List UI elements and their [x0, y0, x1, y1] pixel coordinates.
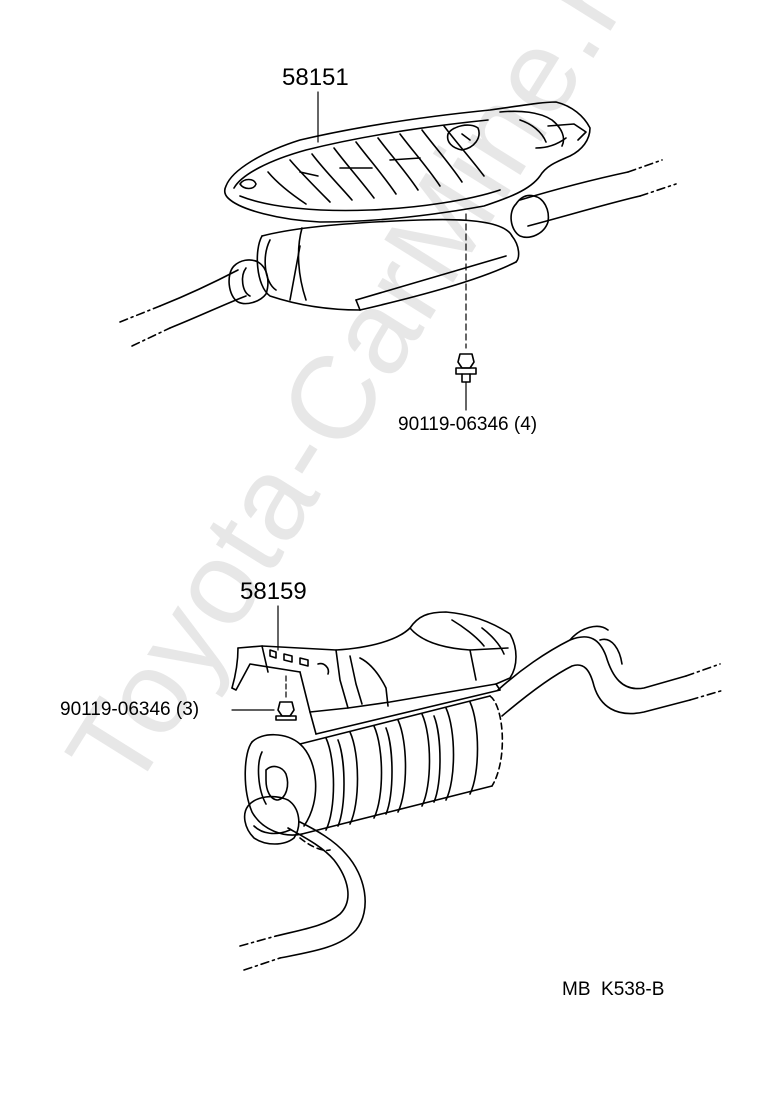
tail-pipe	[498, 626, 724, 716]
front-pipe-lower	[240, 797, 365, 970]
upper-heat-insulator-58151	[225, 102, 590, 222]
catalytic-converter	[257, 220, 518, 310]
diagram-code: MB K538-B	[562, 979, 665, 1000]
part-label-lower-bolt: 90119-06346 (3)	[60, 699, 200, 720]
front-exhaust-pipe	[120, 160, 676, 346]
lower-bolt-90119-06346	[232, 676, 296, 720]
main-muffler	[245, 696, 502, 835]
lower-heat-insulator-58159	[232, 612, 516, 734]
part-label-58151: 58151	[282, 64, 349, 91]
upper-bolt-90119-06346	[456, 214, 476, 410]
part-label-upper-bolt: 90119-06346 (4)	[398, 414, 538, 435]
part-label-58159: 58159	[240, 578, 307, 605]
